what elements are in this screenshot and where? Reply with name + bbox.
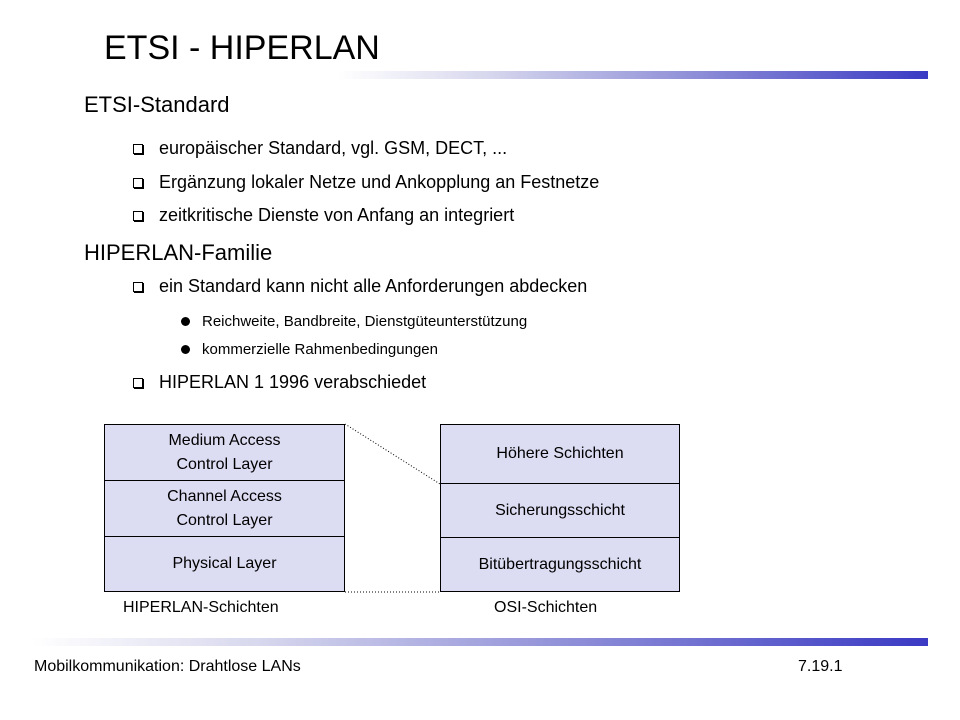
bullet-text: Ergänzung lokaler Netze und Ankopplung a… [159,172,600,192]
square-bullet-icon [133,177,143,188]
layer-label: Channel Access Control Layer [167,487,282,529]
layer-label: Medium Access Control Layer [168,431,281,473]
hiperlan-caption: HIPERLAN-Schichten [123,599,279,616]
sub-bullet-kommerzielle: kommerzielle Rahmenbedingungen [181,341,438,358]
footer-slide-number: 7.19.1 [798,658,843,675]
bullet-zeitkritische-dienste: zeitkritische Dienste von Anfang an inte… [133,205,514,226]
osi-caption: OSI-Schichten [494,599,598,616]
layer-label: Bitübertragungsschicht [478,555,642,573]
bullet-text: HIPERLAN 1 1996 verabschiedet [159,372,427,392]
osi-layer-sicherung: Sicherungsschicht [440,483,680,538]
osi-layer-hoehere: Höhere Schichten [440,424,680,484]
bullet-ein-standard: ein Standard kann nicht alle Anforderung… [133,276,587,297]
dot-bullet-icon [181,345,190,354]
square-bullet-icon [133,281,143,292]
bullet-hiperlan-1996: HIPERLAN 1 1996 verabschiedet [133,372,426,393]
sub-bullet-reichweite: Reichweite, Bandbreite, Dienstgüteunters… [181,313,527,330]
square-bullet-icon [133,377,143,388]
hiperlan-layer-physical: Physical Layer [104,536,345,592]
layer-label: Höhere Schichten [496,445,624,462]
osi-layer-bituebertragung: Bitübertragungsschicht [440,537,680,592]
footer-rule [32,638,928,646]
sub-bullet-text: kommerzielle Rahmenbedingungen [202,341,438,358]
bullet-text: zeitkritische Dienste von Anfang an inte… [159,205,515,225]
footer-course-title: Mobilkommunikation: Drahtlose LANs [34,658,301,675]
slide-title: ETSI - HIPERLAN [104,29,380,67]
heading-hiperlan-familie: HIPERLAN-Familie [84,240,273,265]
heading-etsi-standard: ETSI-Standard [84,92,230,117]
hiperlan-layer-mac: Medium Access Control Layer [104,424,345,481]
bullet-text: ein Standard kann nicht alle Anforderung… [159,276,588,296]
square-bullet-icon [133,210,143,221]
bullet-europaeischer-standard: europäischer Standard, vgl. GSM, DECT, .… [133,138,507,159]
bullet-ergaenzung: Ergänzung lokaler Netze und Ankopplung a… [133,172,599,193]
dot-bullet-icon [181,317,190,326]
mapping-line-mac [344,423,441,485]
layer-label: Sicherungsschicht [495,501,625,519]
square-bullet-icon [133,143,143,154]
bullet-text: europäischer Standard, vgl. GSM, DECT, .… [159,138,508,158]
hiperlan-layer-cac: Channel Access Control Layer [104,480,345,537]
title-underline [338,71,928,79]
sub-bullet-text: Reichweite, Bandbreite, Dienstgüteunters… [202,313,528,330]
layer-label: Physical Layer [172,555,277,572]
